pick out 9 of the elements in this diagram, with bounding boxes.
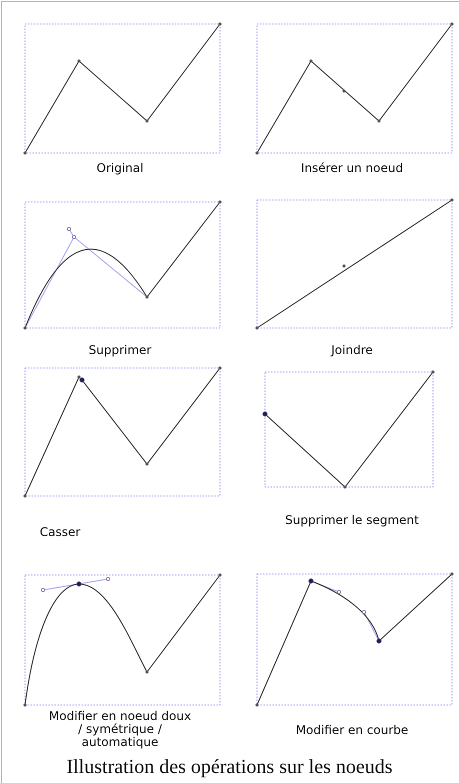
figure-title: Illustration des opérations sur les noeuds bbox=[65, 756, 394, 779]
caption: Supprimer le segment bbox=[284, 514, 420, 527]
caption: Joindre bbox=[330, 344, 374, 357]
caption: Original bbox=[96, 162, 144, 175]
caption: Casser bbox=[38, 526, 82, 539]
caption: Modifier en noeud doux / symétrique / automatique bbox=[48, 710, 192, 749]
caption: Insérer un noeud bbox=[300, 162, 404, 175]
caption: Supprimer bbox=[88, 344, 152, 357]
caption: Modifier en courbe bbox=[294, 724, 410, 737]
